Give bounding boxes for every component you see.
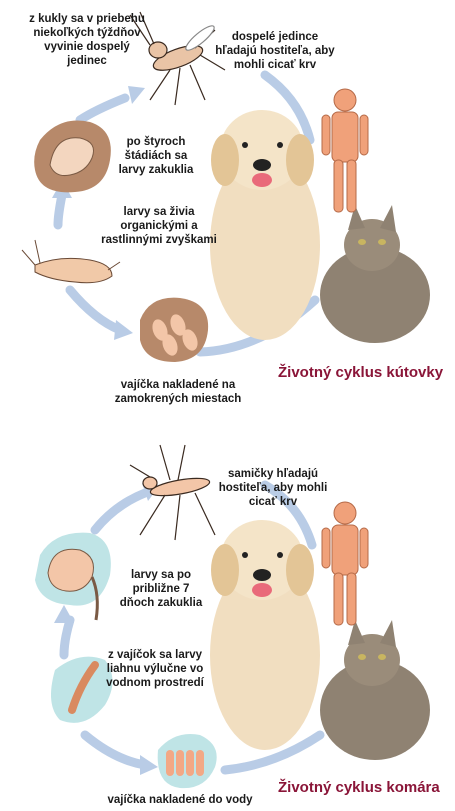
- step-adult-seeks-host: dospelé jedince hľadajú hostiteľa, aby m…: [212, 30, 338, 72]
- flea-eggs-icon: [140, 298, 208, 362]
- cat-image: [320, 205, 430, 343]
- mosquito-cycle-title: Životný cyklus komára: [278, 779, 440, 796]
- human-silhouette-icon: [322, 502, 368, 625]
- step-pupation: po štyroch štádiách sa larvy zakuklia: [110, 135, 202, 177]
- mosquito-cycle-illustration: [0, 405, 455, 811]
- step-larvae-hatch: z vajíčok sa larvy liahnu výlučne vo vod…: [105, 648, 205, 690]
- step-eggs: vajíčka nakladené do vody: [95, 793, 265, 807]
- step-pupation: larvy sa po približne 7 dňoch zakuklia: [115, 568, 207, 610]
- step-adult-from-pupa: z kukly sa v priebehu niekoľkých týždňov…: [28, 12, 146, 68]
- flea-pupa-icon: [34, 120, 111, 192]
- dog-image: [210, 110, 320, 340]
- mosquito-larva-icon: [51, 657, 113, 723]
- step-eggs: vajíčka nakladené na zamokrených miestac…: [88, 378, 268, 406]
- mosquito-eggs-icon: [158, 734, 217, 788]
- flea-cycle-title: Životný cyklus kútovky: [278, 364, 443, 381]
- dog-image: [210, 520, 320, 750]
- human-silhouette-icon: [322, 89, 368, 212]
- flea-life-cycle-panel: z kukly sa v priebehu niekoľkých týždňov…: [0, 0, 455, 405]
- cat-image: [320, 620, 430, 760]
- mosquito-life-cycle-panel: samičky hľadajú hostiteľa, aby mohli cic…: [0, 405, 455, 811]
- mosquito-pupa-icon: [35, 533, 111, 620]
- step-females-seek-host: samičky hľadajú hostiteľa, aby mohli cic…: [214, 467, 332, 509]
- step-larvae-feed: larvy sa živia organickými a rastlinnými…: [100, 205, 218, 247]
